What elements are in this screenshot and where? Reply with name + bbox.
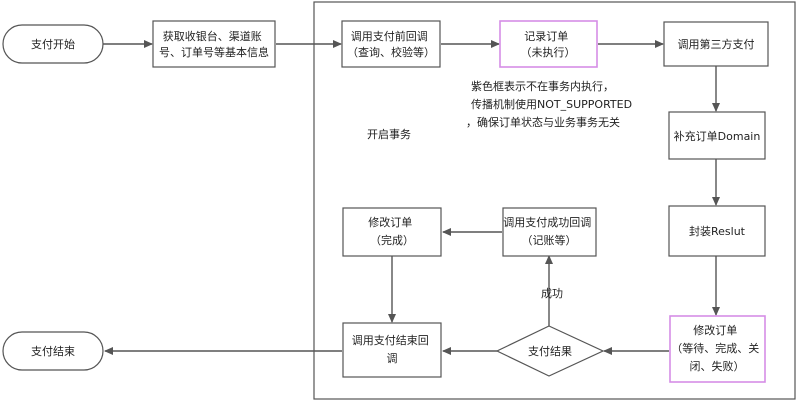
node-start: 支付开始: [2, 24, 104, 64]
get-info-box: [152, 20, 276, 68]
start-label: 支付开始: [31, 37, 75, 51]
node-modify-order-done: 修改订单 （完成）: [342, 207, 442, 257]
svg-text:记录订单 （未执行）: 记录订单 （未执行）: [521, 30, 576, 59]
svg-text:支付结果: 支付结果: [528, 345, 572, 358]
purple-box-note-line-3: ，确保订单状态与业务事务无关: [466, 115, 620, 129]
node-get-info: 获取收银台、渠道账 号、订单号等基本信息: [152, 20, 276, 68]
modify-order-done-label-line-2: （完成）: [370, 233, 414, 247]
svg-text:调用支付成功回调 （记账等）: 调用支付成功回调 （记账等）: [503, 216, 595, 247]
svg-text:调用支付结束回 调: 调用支付结束回 调: [352, 334, 433, 365]
third-party-label: 调用第三方支付: [678, 37, 755, 51]
svg-text:修改订单 （完成）: 修改订单 （完成）: [368, 215, 416, 247]
modify-order-status-label-line-3: 闭、失败）: [690, 359, 745, 373]
node-record-order: 记录订单 （未执行）: [499, 20, 598, 68]
end-label: 支付结束: [31, 345, 75, 358]
modify-order-done-label-line-1: 修改订单: [368, 215, 412, 229]
node-pre-callback: 调用支付前回调 （查询、校验等）: [341, 20, 441, 68]
svg-text:修改订单 （等待、完成、关 闭、失败: 修改订单 （等待、完成、关 闭、失败）: [671, 323, 763, 373]
svg-text:支付开始: 支付开始: [31, 37, 75, 51]
record-order-box: [499, 20, 598, 68]
transaction-label: 开启事务: [367, 128, 411, 141]
purple-box-note: 紫色框表示不在事务内执行， 传播机制使用NOT_SUPPORTED ，确保订单状…: [466, 79, 636, 129]
node-end: 支付结束: [2, 331, 104, 371]
end-callback-label-line-1: 调用支付结束回: [352, 334, 429, 347]
node-end-callback: 调用支付结束回 调: [342, 322, 442, 378]
pre-callback-label-line-2: （查询、校验等）: [347, 45, 435, 59]
node-supplement: 补充订单Domain: [668, 111, 766, 160]
svg-text:封装Reslut: 封装Reslut: [689, 224, 746, 238]
svg-text:支付结束: 支付结束: [31, 345, 75, 358]
node-modify-order-status: 修改订单 （等待、完成、关 闭、失败）: [669, 315, 766, 383]
svg-text:调用支付前回调 （查询、校验等）: 调用支付前回调 （查询、校验等）: [347, 29, 435, 59]
third-party-box: [663, 21, 769, 67]
modify-order-status-label-line-1: 修改订单: [693, 323, 737, 337]
purple-box-note-line-1: 紫色框表示不在事务内执行，: [471, 79, 614, 93]
end-callback-label-line-2: 调: [387, 352, 398, 365]
node-wrap-result: 封装Reslut: [668, 205, 766, 257]
modify-order-status-box: [669, 315, 766, 383]
node-pay-result: 支付结果: [495, 325, 605, 377]
pay-result-diamond: [495, 325, 605, 377]
record-order-label-line-1: 记录订单: [524, 30, 568, 43]
start-terminator-shape: [2, 24, 104, 64]
supplement-label: 补充订单Domain: [674, 129, 761, 143]
record-order-label-line-2: （未执行）: [521, 45, 576, 59]
success-callback-box: [502, 207, 597, 257]
pre-callback-box: [341, 20, 441, 68]
success-callback-label-line-2: （记账等）: [522, 233, 577, 247]
modify-order-status-label-line-2: （等待、完成、关: [671, 341, 759, 355]
purple-box-note-line-2: 传播机制使用NOT_SUPPORTED: [471, 97, 632, 111]
get-info-label-line-2: 号、订单号等基本信息: [159, 45, 269, 59]
get-info-label-line-1: 获取收银台、渠道账: [163, 29, 262, 43]
success-callback-label-line-1: 调用支付成功回调: [503, 216, 591, 229]
end-callback-box: [342, 322, 442, 378]
svg-text:获取收银台、渠道账 号、订单号等基本信息: 获取收银台、渠道账 号、订单号等基本信息: [159, 29, 269, 59]
end-terminator-shape: [2, 331, 104, 371]
success-edge-label: 成功: [541, 287, 563, 300]
wrap-result-label: 封装Reslut: [689, 224, 746, 238]
pay-result-label: 支付结果: [528, 345, 572, 358]
node-third-party: 调用第三方支付: [663, 21, 769, 67]
transaction-boundary: [313, 1, 796, 400]
supplement-box: [668, 111, 766, 160]
svg-text:补充订单Domain: 补充订单Domain: [674, 129, 761, 143]
modify-order-done-box: [342, 207, 442, 257]
pre-callback-label-line-1: 调用支付前回调: [351, 29, 428, 43]
node-success-callback: 调用支付成功回调 （记账等）: [502, 207, 597, 257]
wrap-result-box: [668, 205, 766, 257]
edges: [103, 40, 720, 355]
svg-text:调用第三方支付: 调用第三方支付: [678, 37, 755, 51]
